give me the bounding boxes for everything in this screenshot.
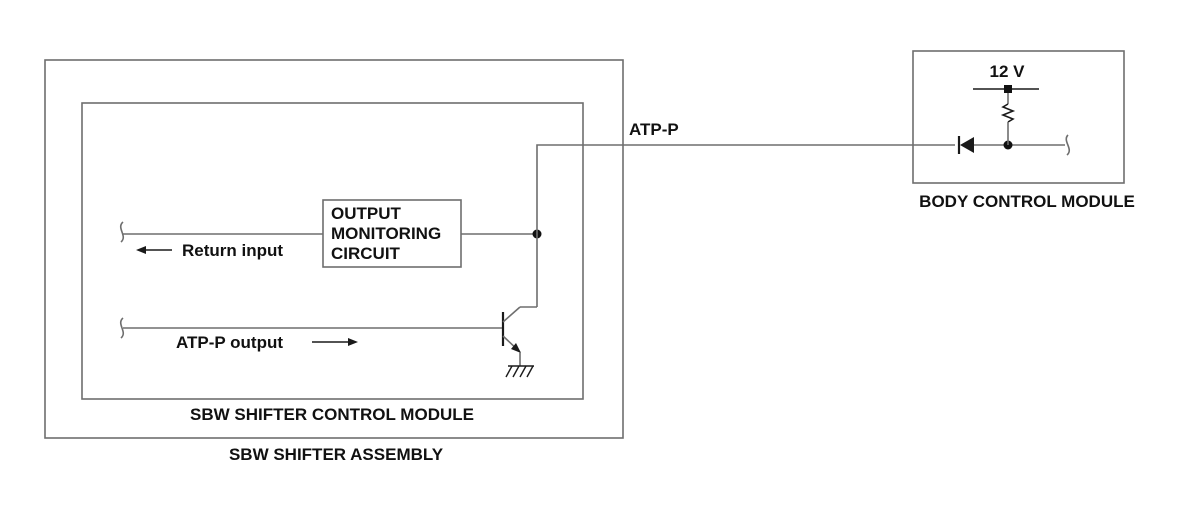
supply-voltage-label: 12 V — [990, 62, 1026, 81]
body-control-module-box — [912, 50, 1125, 184]
return-arrow-head — [136, 246, 146, 254]
ground-icon — [505, 365, 534, 378]
shifter-assembly-box — [44, 59, 624, 439]
monitor-line-2: MONITORING — [331, 224, 441, 243]
shifter-assembly-label: SBW SHIFTER ASSEMBLY — [229, 445, 444, 464]
npn-transistor-icon — [501, 306, 537, 366]
control-module-box — [81, 102, 584, 400]
diode-icon — [957, 136, 974, 154]
control-module-label: SBW SHIFTER CONTROL MODULE — [190, 405, 474, 424]
atp-output-label: ATP-P output — [176, 333, 283, 352]
return-input-label: Return input — [182, 241, 283, 260]
wire-break-return — [119, 221, 125, 243]
wire-break-bcm — [1065, 134, 1071, 156]
body-control-module-label: BODY CONTROL MODULE — [919, 192, 1135, 211]
monitor-line-3: CIRCUIT — [331, 244, 401, 263]
resistor-icon — [1000, 103, 1016, 123]
monitor-line-1: OUTPUT — [331, 204, 402, 223]
wire-atp-p-internal — [536, 144, 630, 307]
wire-break-output — [119, 317, 125, 339]
supply-terminal — [1004, 85, 1012, 93]
output-arrow-head — [348, 338, 358, 346]
atp-p-wire-label: ATP-P — [629, 120, 679, 139]
